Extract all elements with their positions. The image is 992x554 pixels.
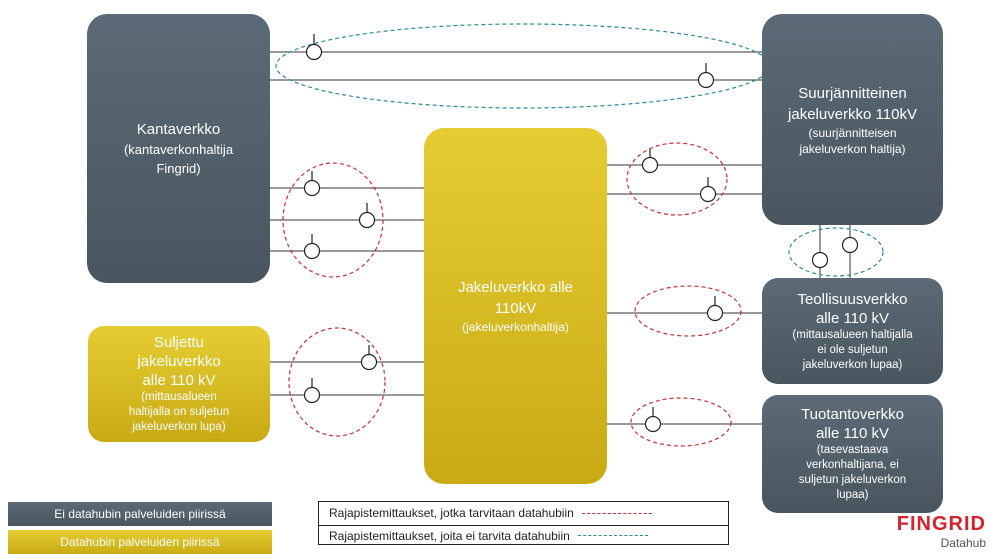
meter-icon [644, 407, 662, 433]
red-dash-sample [581, 512, 652, 514]
legend-gold: Datahubin palveluiden piirissä [8, 530, 272, 554]
node-kantaverkko-sub: (kantaverkonhaltija Fingrid) [123, 142, 234, 176]
node-kantaverkko: Kantaverkko (kantaverkonhaltija Fingrid) [87, 14, 270, 283]
red-ellipse-jakelu-teollisuus [634, 285, 742, 337]
meters [303, 34, 859, 433]
node-suurjannitteinen: Suurjännitteinen jakeluverkko 110kV (suu… [762, 14, 943, 225]
meter-icon [303, 171, 321, 197]
meter-icon [360, 345, 378, 371]
legend-lines: Rajapistemittaukset, jotka tarvitaan dat… [318, 501, 729, 545]
meter-icon [305, 34, 323, 61]
legend-red-row: Rajapistemittaukset, jotka tarvitaan dat… [319, 503, 652, 523]
meter-icon [841, 236, 859, 254]
meter-icon [641, 148, 659, 174]
brand-name: FINGRID [896, 513, 986, 535]
red-ellipse-jakelu-suur [626, 142, 728, 216]
node-suurjannitteinen-sub: (suurjännitteisen jakeluverkon haltija) [799, 125, 906, 156]
meter-icon [697, 63, 715, 89]
legend-blue-row: Rajapistemittaukset, joita ei tarvita da… [319, 525, 728, 545]
node-jakeluverkko: Jakeluverkko alle 110kV (jakeluverkonhal… [424, 128, 607, 484]
node-suurjannitteinen-title: Suurjännitteinen jakeluverkko 110kV [788, 84, 917, 123]
legend-blue-label: Rajapistemittaukset, joita ei tarvita da… [329, 528, 570, 543]
node-tuotanto-sub: (tasevastaava verkonhaltijana, ei suljet… [798, 444, 907, 501]
node-suljettu-sub: (mittausalueen haltijalla on suljetun ja… [128, 391, 230, 433]
node-suljettu: Suljettu jakeluverkko alle 110 kV (mitta… [88, 326, 270, 442]
meter-icon [358, 203, 376, 229]
node-tuotanto-title: Tuotantoverkko alle 110 kV [801, 406, 904, 442]
meter-icon [699, 177, 717, 203]
red-ellipse-suljettu-jakelu [288, 327, 386, 437]
node-kantaverkko-title: Kantaverkko [136, 121, 221, 138]
node-suljettu-title: Suljettu jakeluverkko alle 110 kV [137, 334, 221, 389]
node-teollisuus-sub: (mittausalueen haltijalla ei ole suljetu… [792, 328, 913, 371]
meter-icon [706, 296, 724, 322]
blue-ellipse-kanta-suur [275, 23, 771, 109]
meter-icon [303, 378, 321, 404]
legend-red-label: Rajapistemittaukset, jotka tarvitaan dat… [329, 506, 574, 520]
node-teollisuus-title: Teollisuusverkko alle 110 kV [797, 290, 908, 327]
blue-dash-sample [577, 535, 648, 536]
brand-sub: Datahub [940, 536, 986, 550]
red-ellipse-kanta-jakelu [282, 162, 384, 278]
blue-ellipse-suur-teollisuus [788, 227, 884, 277]
node-tuotanto: Tuotantoverkko alle 110 kV (tasevastaava… [762, 395, 943, 513]
node-jakeluverkko-title: Jakeluverkko alle 110kV [457, 279, 574, 317]
meter-icon [303, 234, 321, 260]
fingrid-logo: FINGRID Datahub [897, 513, 986, 550]
meter-icon [811, 251, 829, 269]
node-jakeluverkko-sub: (jakeluverkonhaltija) [462, 320, 569, 334]
red-ellipse-jakelu-tuotanto [630, 397, 732, 447]
node-teollisuus: Teollisuusverkko alle 110 kV (mittausalu… [762, 278, 943, 384]
legend-gray: Ei datahubin palveluiden piirissä [8, 502, 272, 526]
